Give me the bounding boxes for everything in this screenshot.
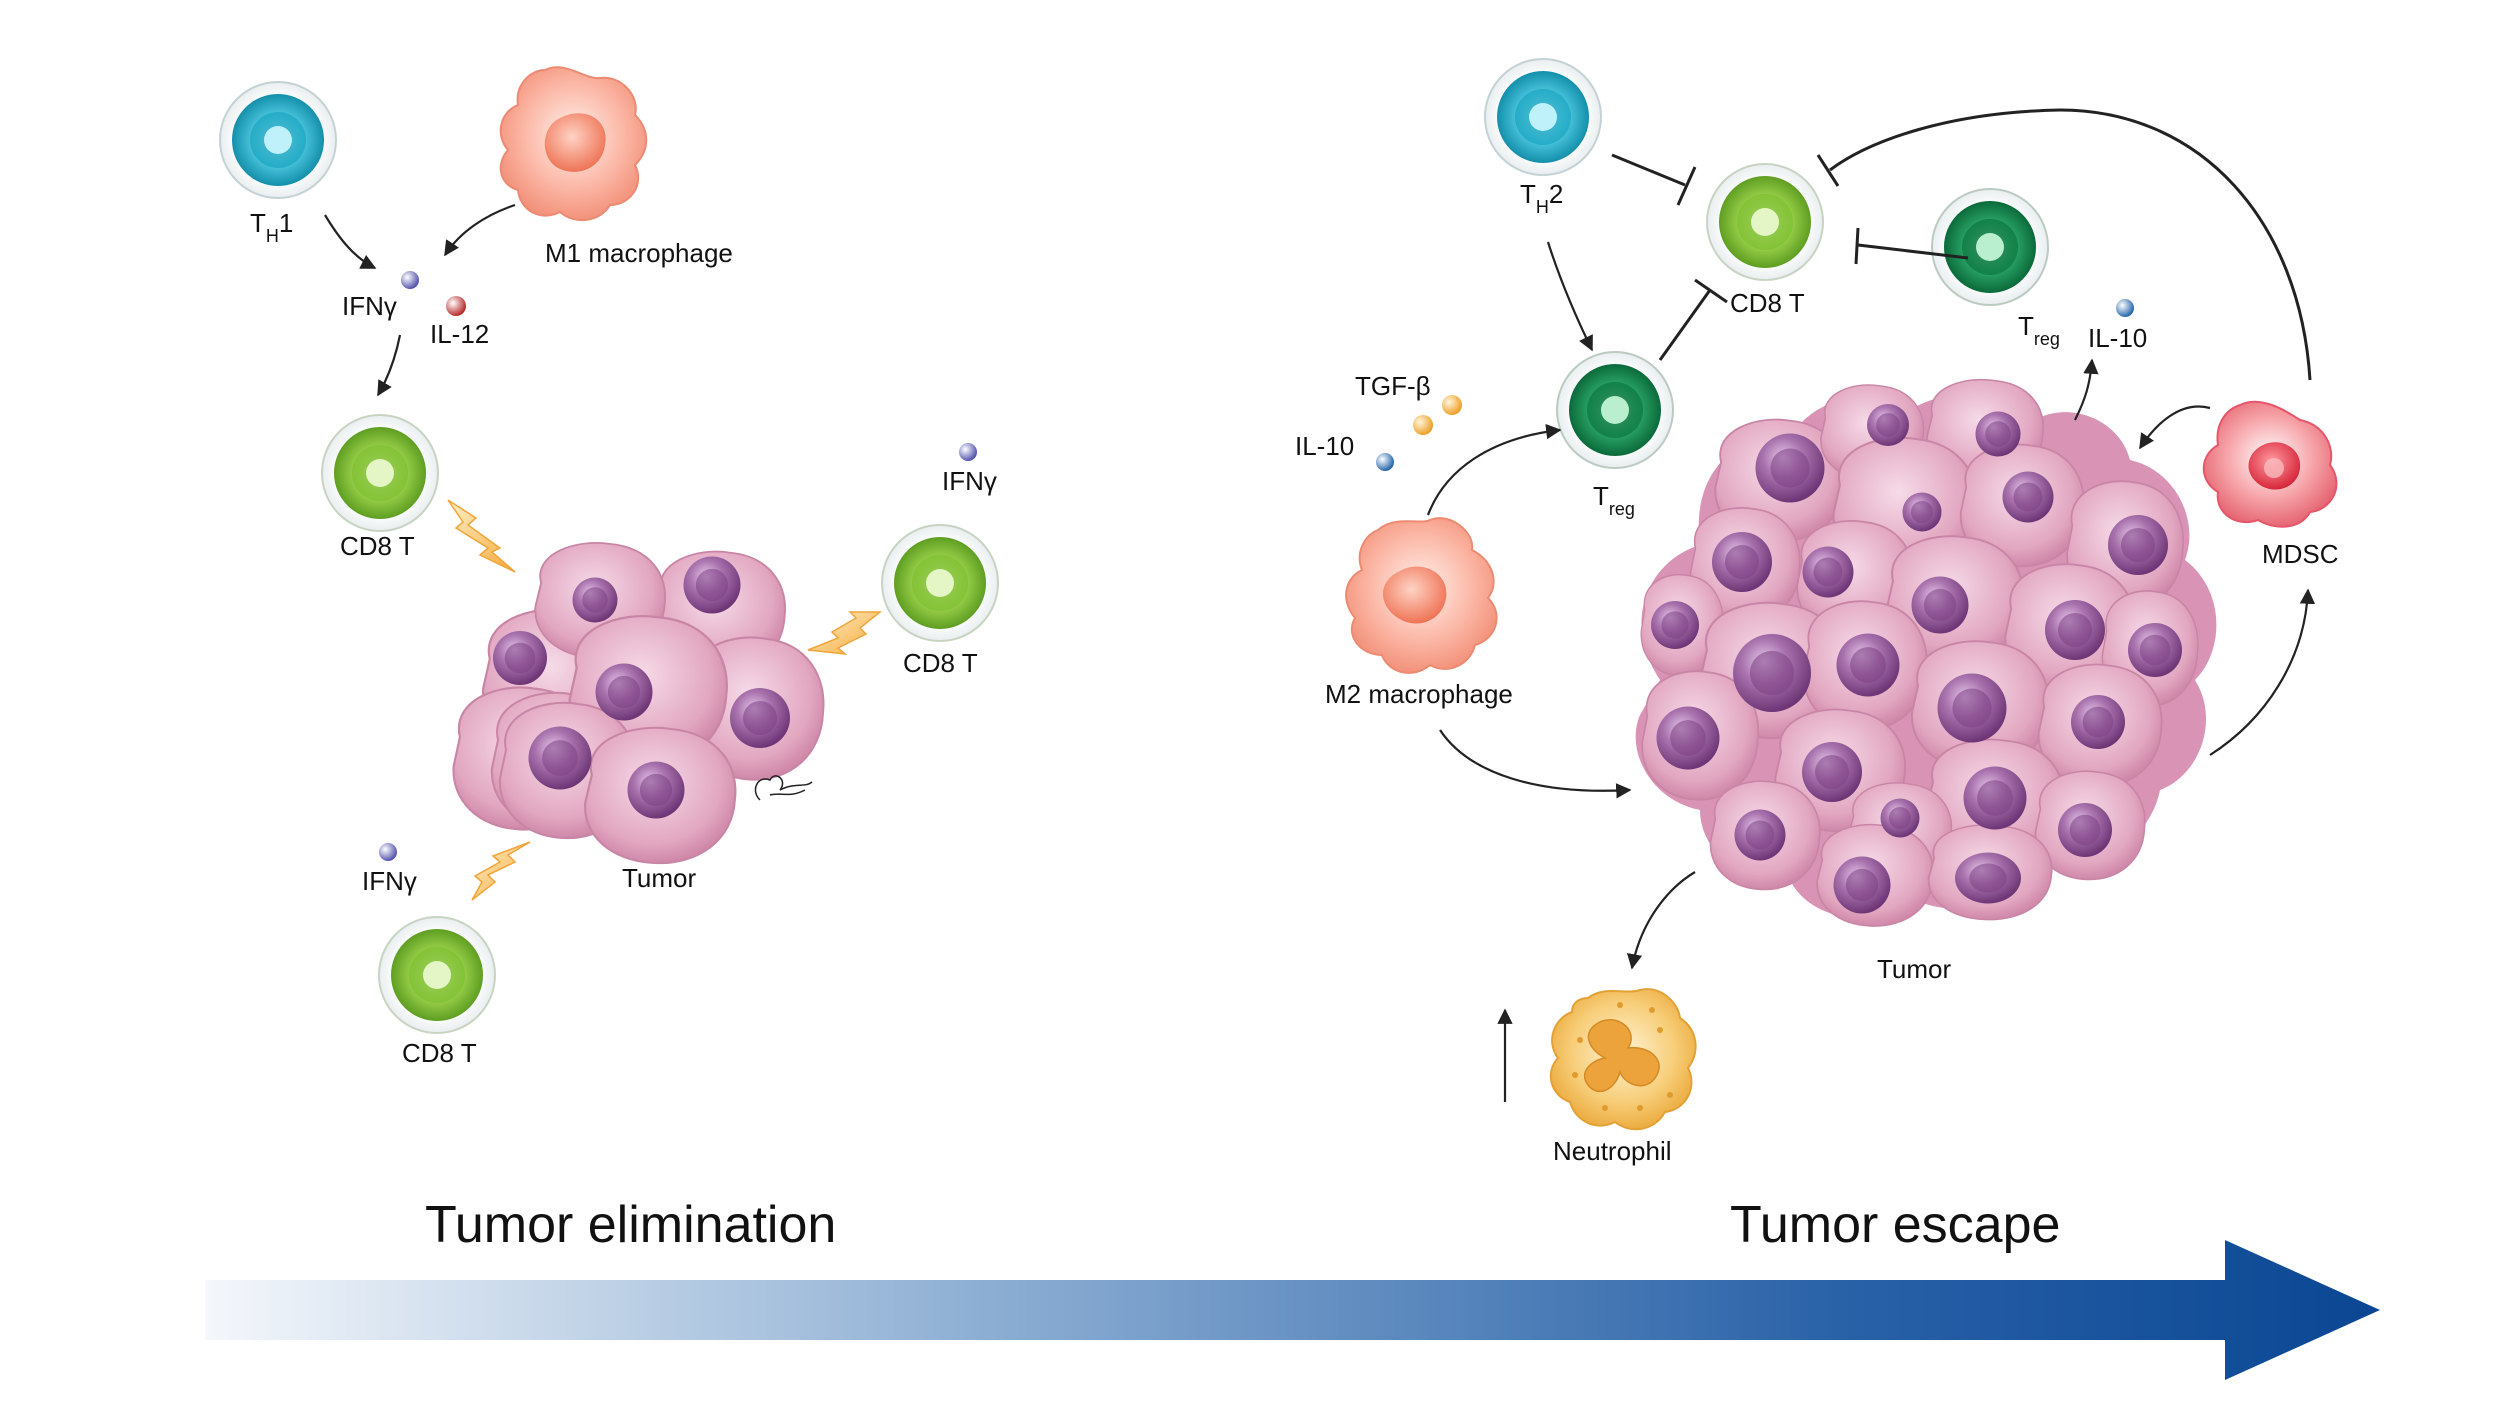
- tumor-to-mdsc-arrow: [2209, 588, 2316, 756]
- m1-to-il12-arrow: [444, 203, 516, 257]
- cd8-label-bottom: CD8 T: [402, 1038, 477, 1068]
- m2-macrophage-cell: [1345, 517, 1498, 674]
- th1-label: TH1: [250, 208, 293, 246]
- mdsc-cell: [2202, 400, 2338, 528]
- cd8-cell-right: [881, 524, 999, 642]
- il10-label-left: IL-10: [1295, 431, 1354, 461]
- treg-label-center: Treg: [1593, 481, 1635, 519]
- ifng-label-right: IFNγ: [942, 466, 997, 496]
- artist-signature: [754, 775, 813, 801]
- treg-inhibits-cd8: [1854, 227, 1969, 265]
- mdsc-label: MDSC: [2262, 539, 2339, 569]
- m2-to-tumor-arrow: [1439, 729, 1632, 799]
- neutrophil-label: Neutrophil: [1553, 1136, 1672, 1166]
- m2-macrophage-label: M2 macrophage: [1325, 679, 1513, 709]
- cd8-cell-escape: [1706, 163, 1824, 281]
- treg-center-inhibits-cd8: [1658, 278, 1728, 361]
- il10-bead-left: [1376, 453, 1394, 471]
- lightning-bolt-lower: [471, 841, 531, 901]
- il12-label: IL-12: [430, 319, 489, 349]
- cd8-cell-upper-left: [321, 414, 439, 532]
- ifng-bead-top: [401, 271, 419, 289]
- progression-arrow: [205, 1240, 2380, 1380]
- lightning-bolt-upper: [447, 499, 516, 573]
- il10-label-right: IL-10: [2088, 323, 2147, 353]
- th2-inhibits-cd8: [1611, 153, 1697, 206]
- treg-label-right: Treg: [2018, 311, 2060, 349]
- mdsc-inhibits-cd8: [1816, 108, 2312, 381]
- mdsc-to-tumor-arrow: [2139, 405, 2211, 450]
- cd8-label-right: CD8 T: [903, 648, 978, 678]
- treg-cell-right: [1931, 188, 2049, 306]
- cd8-cell-bottom: [378, 916, 496, 1034]
- tgfb-label: TGF-β: [1355, 371, 1431, 401]
- ifng-label-top: IFNγ: [342, 291, 397, 321]
- tumor-label-right: Tumor: [1877, 954, 1951, 984]
- tumor-cluster-left: [452, 541, 825, 865]
- tgfb-bead-2: [1442, 395, 1462, 415]
- il10-bead-right: [2116, 299, 2134, 317]
- m1-macrophage-label: M1 macrophage: [545, 238, 733, 268]
- th1-cell: [219, 81, 337, 199]
- th2-to-treg-arrow: [1546, 241, 1593, 352]
- m2-to-treg-arrow: [1426, 423, 1562, 516]
- lightning-bolt-right: [807, 611, 883, 656]
- tumor-to-treg-arrow: [2074, 358, 2099, 421]
- cd8-label-upper-left: CD8 T: [340, 531, 415, 561]
- th2-cell: [1484, 58, 1602, 176]
- ifng-bead-bottom: [379, 843, 397, 861]
- tumor-label-left: Tumor: [622, 863, 696, 893]
- ifng-label-bottom: IFNγ: [362, 866, 417, 896]
- treg-cell-center: [1556, 351, 1674, 469]
- stage-title-elimination: Tumor elimination: [425, 1196, 836, 1254]
- tumor-cluster-right: [1635, 378, 2217, 927]
- cytokine-to-cd8-arrow: [377, 334, 402, 397]
- cd8-label-escape: CD8 T: [1730, 288, 1805, 318]
- m1-macrophage-cell: [499, 66, 648, 222]
- il12-bead: [446, 296, 466, 316]
- tumor-to-neutrophil-arrow: [1626, 871, 1696, 970]
- th2-label: TH2: [1520, 179, 1563, 217]
- ifng-bead-right: [959, 443, 977, 461]
- neutrophil-cell: [1549, 988, 1697, 1131]
- stage-title-escape: Tumor escape: [1730, 1196, 2060, 1254]
- tgfb-bead-1: [1413, 415, 1433, 435]
- th1-to-ifng-arrow: [324, 214, 377, 269]
